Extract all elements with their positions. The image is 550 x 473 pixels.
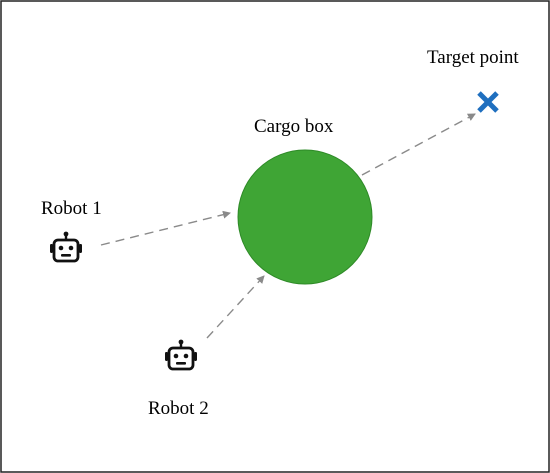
robot-2-label: Robot 2 xyxy=(148,398,209,419)
arrow-cargo-to-target xyxy=(361,113,476,176)
target-point-label: Target point xyxy=(427,47,519,68)
cargo-box-label: Cargo box xyxy=(254,116,334,137)
cargo-box-circle xyxy=(237,149,373,285)
arrow-robot1-to-cargo xyxy=(100,210,231,246)
robot-1-label: Robot 1 xyxy=(41,198,102,219)
cross-marker-icon xyxy=(477,91,499,113)
